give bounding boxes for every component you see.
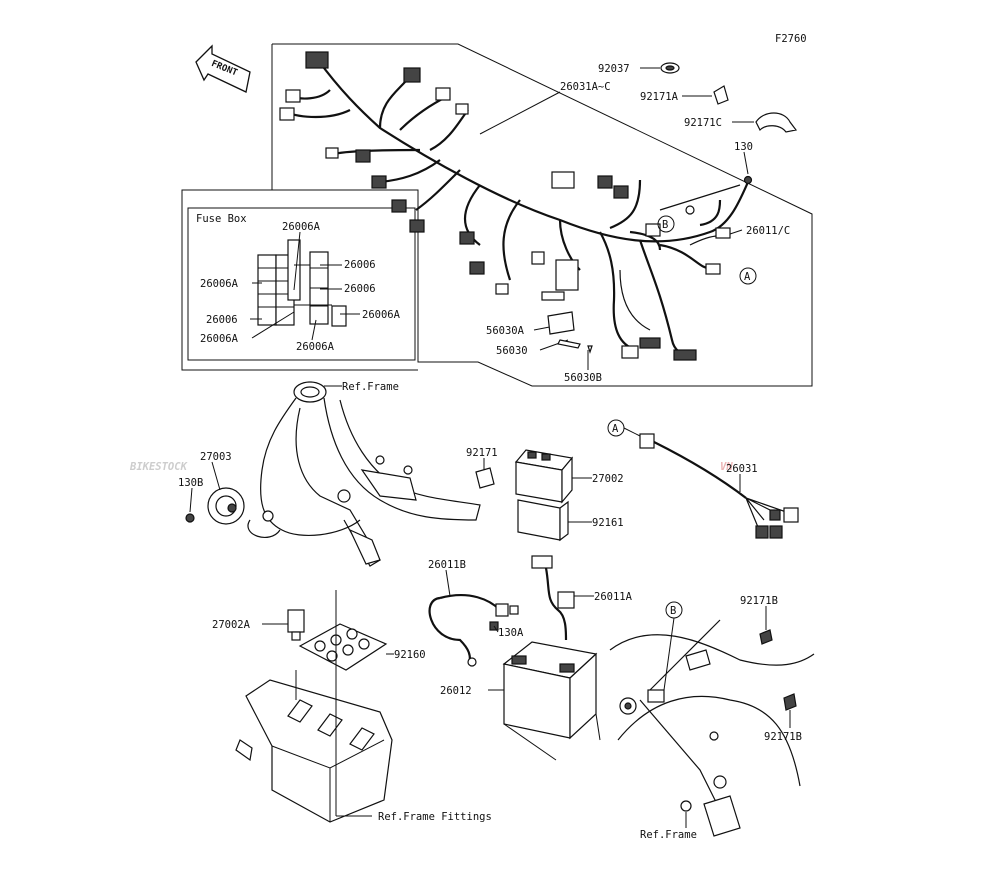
holder-92160 [298, 623, 388, 671]
label-130b: 130B [178, 477, 203, 489]
cover-92161 [517, 499, 569, 542]
relay-box-27002 [514, 449, 574, 504]
leader-27003 [211, 461, 221, 491]
harness-outline-left [181, 189, 418, 371]
watermark-accent-text: VN [720, 461, 733, 473]
front-arrow-icon: FRONT [195, 44, 251, 93]
main-wiring-harness [279, 51, 753, 361]
harness-outline [271, 43, 813, 387]
label-27002a: 27002A [212, 619, 251, 631]
circle-a-label: A [744, 271, 751, 283]
label-92171: 92171 [466, 447, 498, 459]
label-92161: 92161 [592, 517, 624, 529]
horn-27003 [185, 487, 245, 525]
fuse-label-8: 26006A [296, 341, 335, 353]
fuse-block [257, 239, 347, 327]
battery-26012 [502, 641, 601, 761]
cable-26011a [531, 555, 575, 641]
circle-b-label-frame: B [670, 605, 676, 617]
label-ref-frame-fittings: Ref.Frame Fittings [378, 811, 492, 823]
fuse-leaders [250, 231, 360, 341]
circle-b-marker-top: B [657, 215, 675, 233]
fuse-box-title: Fuse Box [196, 213, 247, 225]
leader-26011b [445, 569, 451, 597]
fuse-label-6: 26006A [362, 309, 401, 321]
label-92171c: 92171C [684, 117, 722, 129]
parts-56030 [547, 311, 593, 354]
label-92171b-top: 92171B [740, 595, 778, 607]
circle-a-label-sub: A [612, 423, 619, 435]
clip-92171a [713, 85, 729, 105]
fuse-label-1: 26006A [282, 221, 321, 233]
figure-id: F2760 [775, 33, 807, 45]
fuse-label-7: 26006A [200, 333, 239, 345]
fuse-label-5: 26006 [206, 314, 238, 326]
label-56030b: 56030B [564, 372, 602, 384]
label-ref-frame-bottom: Ref.Frame [640, 829, 697, 841]
sub-harness-26031: A [607, 419, 799, 539]
label-26031: 26031 [726, 463, 758, 475]
circle-b-label: B [662, 219, 668, 231]
battery-case [235, 590, 393, 823]
relay-27002a [287, 609, 305, 641]
label-130a: 130A [498, 627, 524, 639]
fuse-label-4: 26006 [344, 283, 376, 295]
watermark-text: BIKESTOCK [129, 461, 189, 473]
top-leaders [479, 67, 754, 370]
label-26011b: 26011B [428, 559, 466, 571]
label-130: 130 [734, 141, 753, 153]
label-ref-frame-top: Ref.Frame [342, 381, 399, 393]
clamp-92171c [755, 112, 798, 133]
leader-130a [493, 625, 499, 633]
circle-a-marker-top: A [739, 267, 757, 285]
frame-front-section [247, 381, 481, 567]
label-27003: 27003 [200, 451, 232, 463]
label-27002: 27002 [592, 473, 624, 485]
leader-130b [189, 487, 193, 513]
label-26011a: 26011A [594, 591, 633, 603]
label-26011c: 26011/C [746, 225, 790, 237]
label-92037: 92037 [598, 63, 630, 75]
fuse-label-3: 26006A [200, 278, 239, 290]
fuse-box-frame [187, 207, 416, 361]
label-56030: 56030 [496, 345, 528, 357]
label-56030a: 56030A [486, 325, 525, 337]
label-92171b-bot: 92171B [764, 731, 802, 743]
frame-rear-section: B [609, 601, 815, 837]
clamp-92037 [660, 62, 680, 74]
label-92160: 92160 [394, 649, 426, 661]
label-26012: 26012 [440, 685, 472, 697]
label-92171a: 92171A [640, 91, 679, 103]
label-26031a: 26031A~C [560, 81, 611, 93]
fuse-label-2: 26006 [344, 259, 376, 271]
clip-92171 [475, 467, 495, 489]
